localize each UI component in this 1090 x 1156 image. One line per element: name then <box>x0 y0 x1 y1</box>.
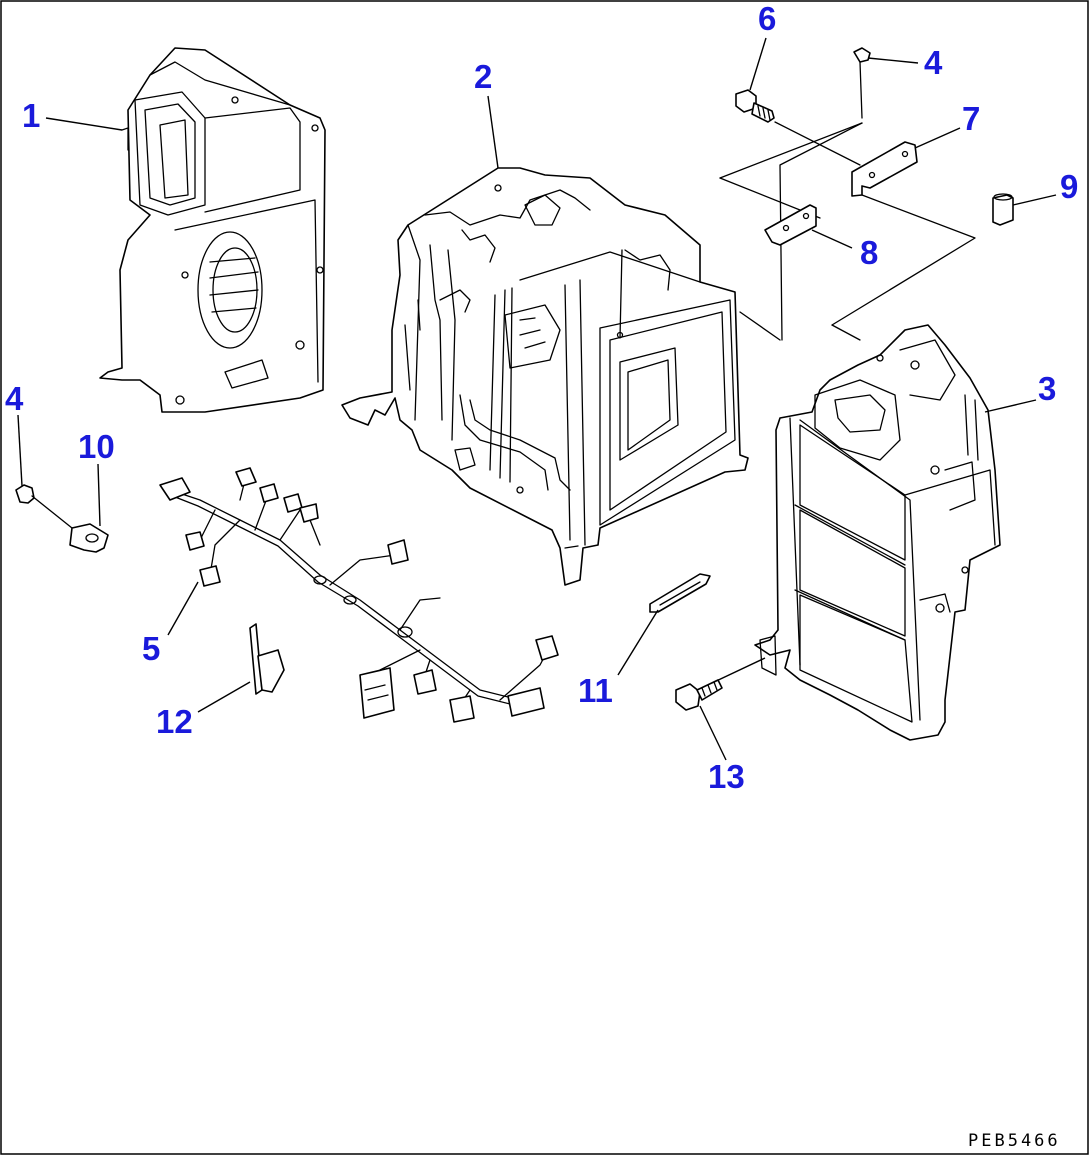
callout-5: 5 <box>142 630 160 667</box>
bracket-assembly-lines <box>719 121 976 341</box>
drawing-code: PEB5466 <box>968 1131 1061 1151</box>
callout-6: 6 <box>758 0 776 37</box>
part-6-bolt <box>735 89 775 123</box>
callout-4-top: 4 <box>924 44 943 81</box>
part-8-bracket <box>764 204 817 246</box>
part-10-clamp <box>69 523 109 553</box>
part-12-band <box>249 623 285 695</box>
part-3-evaporator-unit <box>754 324 1001 741</box>
part-5-wiring-harness <box>159 467 559 723</box>
part-1-blower-unit <box>99 47 326 413</box>
part-4-clip-left <box>15 484 73 529</box>
callout-labels: 1 2 3 4 4 5 6 7 8 9 10 11 12 13 <box>5 0 1078 795</box>
callout-1: 1 <box>22 97 40 134</box>
callout-10: 10 <box>78 428 115 465</box>
part-4-clip-top <box>853 47 871 119</box>
part-11-sensor <box>649 573 711 613</box>
part-2-core-unit <box>341 167 749 586</box>
part-9-collar <box>992 193 1014 226</box>
part-7-bracket <box>851 141 918 197</box>
callout-8: 8 <box>860 234 878 271</box>
callout-12: 12 <box>156 703 193 740</box>
callout-7: 7 <box>962 100 980 137</box>
callout-2: 2 <box>474 58 492 95</box>
callout-13: 13 <box>708 758 745 795</box>
callout-9: 9 <box>1060 168 1078 205</box>
callout-3: 3 <box>1038 370 1056 407</box>
leader-lines <box>17 37 1057 761</box>
part-13-bolt <box>675 679 723 711</box>
callout-4-left: 4 <box>5 380 24 417</box>
callout-11: 11 <box>578 672 613 709</box>
